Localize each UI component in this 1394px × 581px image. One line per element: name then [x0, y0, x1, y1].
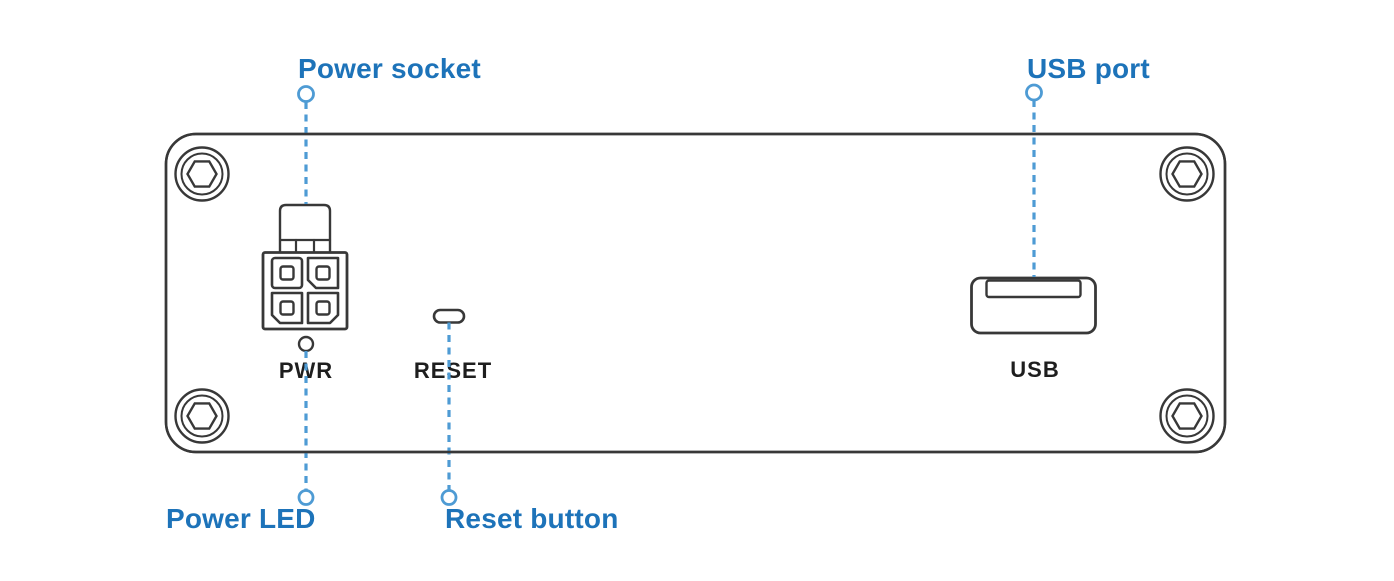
power-socket-connector [261, 203, 349, 331]
connector-latch [278, 203, 332, 253]
callout-label-reset-button: Reset button [445, 503, 619, 534]
pin-contact-top-right [315, 265, 331, 281]
device-panel-edge-overlay [164, 132, 1227, 454]
callout-label-power-led: Power LED [166, 503, 316, 534]
pin-contact-top-left [279, 265, 295, 281]
usb-port-connector [970, 276, 1097, 335]
corner-screw-top-left [174, 146, 230, 202]
callout-marker-power-led [297, 489, 315, 506]
panel-label-reset: RESET [414, 358, 492, 383]
callout-marker-reset-button [440, 489, 458, 506]
panel-label-usb: USB [1010, 357, 1059, 382]
power-led-indicator [297, 335, 315, 353]
reset-button-pill [432, 308, 466, 324]
corner-screw-bottom-right [1159, 388, 1215, 444]
callout-label-usb-port: USB port [1027, 53, 1150, 84]
corner-screw-bottom-left [174, 388, 230, 444]
pin-contact-bottom-right [315, 300, 331, 316]
callout-label-power-socket: Power socket [298, 53, 481, 84]
corner-screw-top-right [1159, 146, 1215, 202]
usb-port-tongue [985, 279, 1082, 299]
connector-neck-tab [294, 238, 316, 254]
callout-marker-usb-port [1025, 83, 1043, 102]
pin-contact-bottom-left [279, 300, 295, 316]
callout-marker-power-socket [297, 85, 315, 103]
